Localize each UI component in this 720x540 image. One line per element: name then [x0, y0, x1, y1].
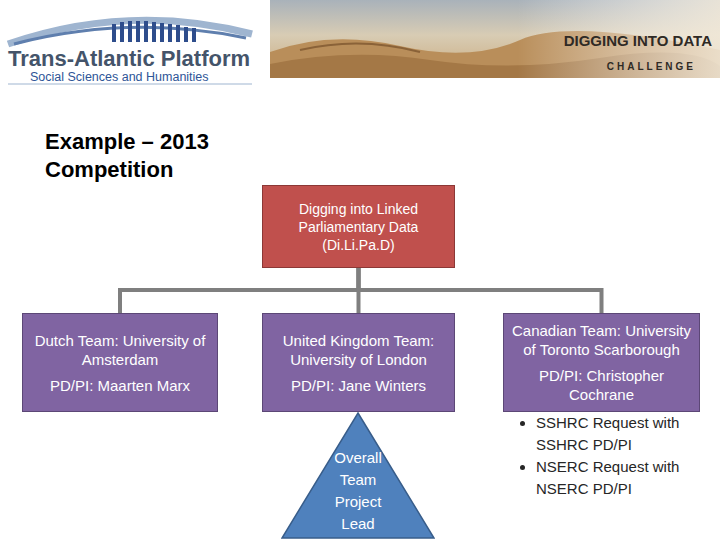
- tree-connector: [359, 268, 602, 313]
- box-body: PD/PI: Christopher Cochrane: [509, 366, 694, 404]
- box-heading: Dutch Team: University of Amsterdam: [28, 331, 212, 369]
- project-box: Digging into Linked Parliamentary Data (…: [262, 185, 455, 268]
- team-box: Dutch Team: University of AmsterdamPD/PI…: [22, 313, 218, 412]
- bullet-note: NSERC Request with NSERC PD/PI: [536, 456, 708, 500]
- banner-subtitle: CHALLENGE: [607, 58, 696, 75]
- banner-title: DIGGING INTO DATA: [564, 30, 712, 52]
- box-heading: United Kingdom Team: University of Londo…: [268, 331, 449, 369]
- logo-subtitle: Social Sciences and Humanities: [30, 68, 209, 88]
- box-heading: Digging into Linked Parliamentary Data (…: [289, 200, 429, 254]
- bullet-note: SSHRC Request with SSHRC PD/PI: [536, 412, 708, 456]
- tree-connector: [120, 268, 359, 313]
- slide-title: Example – 2013 Competition: [45, 128, 245, 184]
- triangle-label: Overall Team Project Lead: [316, 447, 400, 535]
- desert-banner: [270, 0, 720, 78]
- box-body: PD/PI: Jane Winters: [291, 376, 426, 395]
- box-heading: Canadian Team: University of Toronto Sca…: [509, 321, 694, 359]
- lead-triangle: Overall Team Project Lead: [281, 412, 435, 539]
- logo-name: Trans-Atlantic Platform: [8, 44, 250, 73]
- team-box: Canadian Team: University of Toronto Sca…: [503, 313, 700, 412]
- box-body: PD/PI: Maarten Marx: [50, 376, 190, 395]
- team-box: United Kingdom Team: University of Londo…: [262, 313, 455, 412]
